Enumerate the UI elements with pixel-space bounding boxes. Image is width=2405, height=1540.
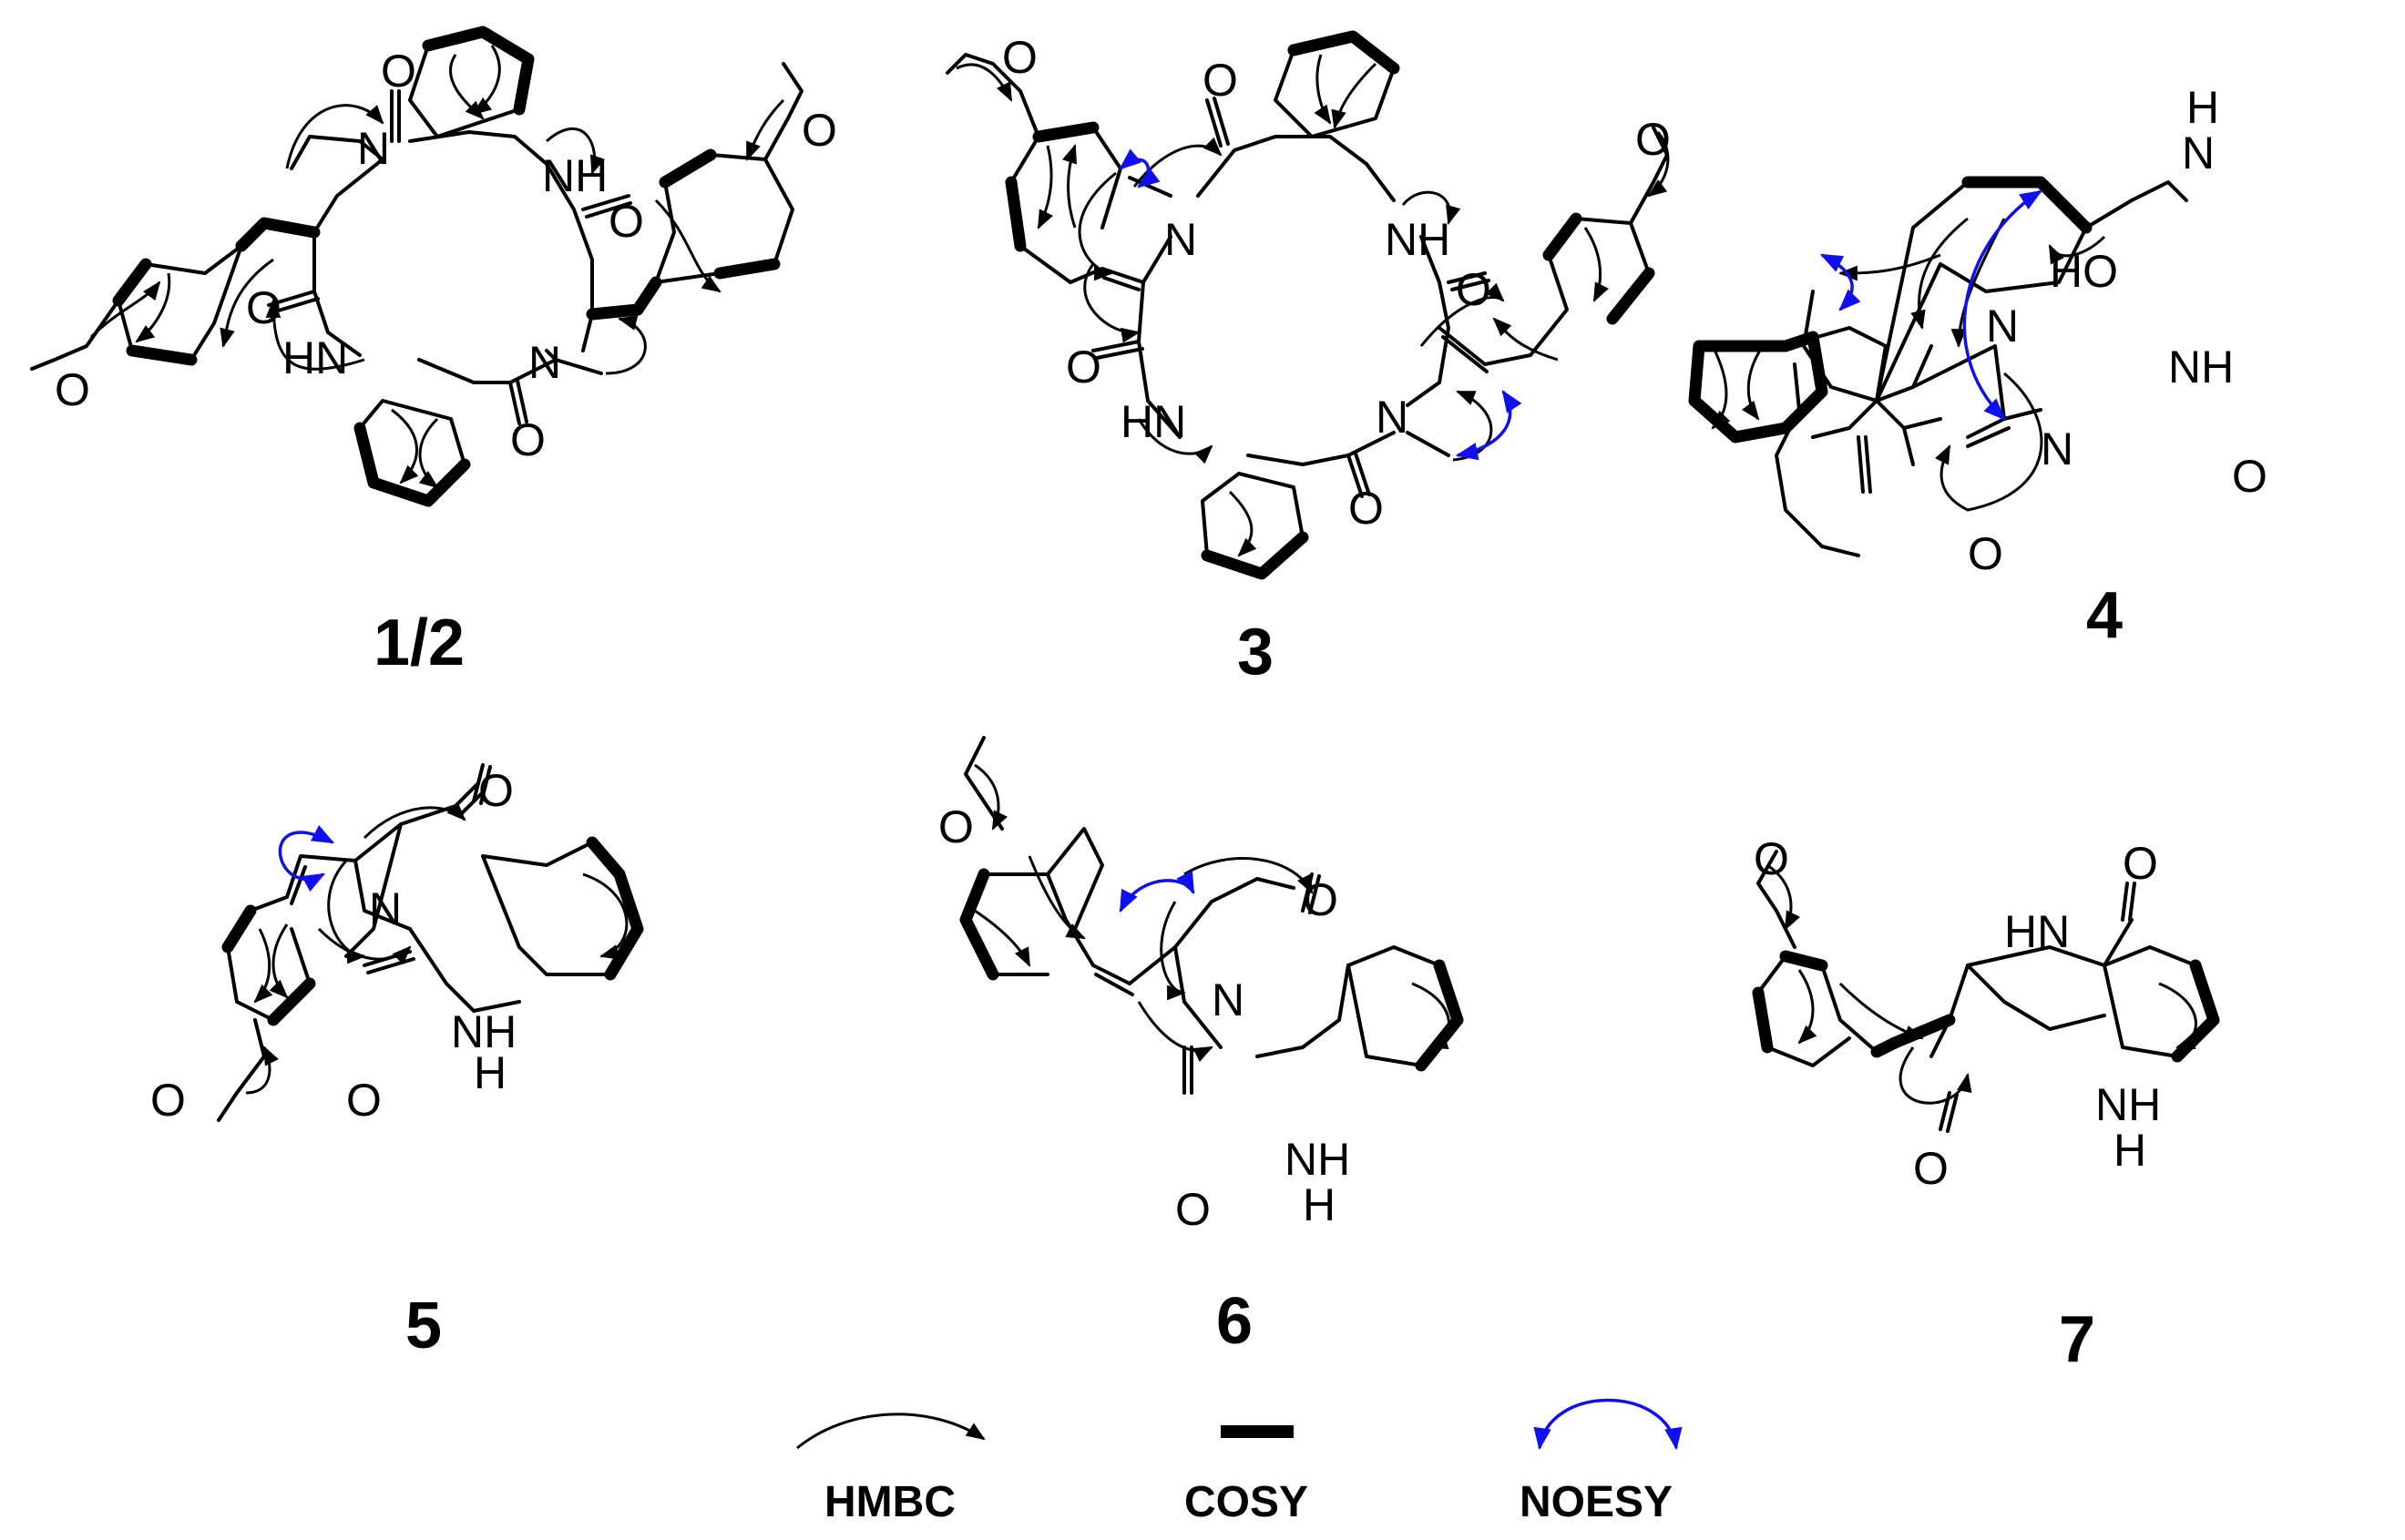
atom-nh: NH <box>1385 214 1450 265</box>
atom-n: N <box>1164 214 1197 265</box>
legend-noesy-arrow <box>1533 1398 1683 1451</box>
atom-nh: NH <box>2168 342 2234 393</box>
atom-o: O <box>1348 483 1384 534</box>
atom-o: O <box>1303 874 1338 925</box>
atom-o: O <box>1066 342 1101 393</box>
legend-noesy-label: NOESY <box>1520 1478 1673 1526</box>
atom-n: N <box>2182 127 2215 178</box>
atom-nh: NH <box>542 150 608 201</box>
atom-o: O <box>150 1075 186 1126</box>
atom-o: O <box>510 414 546 465</box>
legend-hmbc-label: HMBC <box>824 1478 956 1526</box>
compound-4: H N HO N NH N O O 4 <box>1688 82 2267 652</box>
atom-h: H <box>1303 1179 1336 1230</box>
atom-h: H <box>2186 82 2219 133</box>
compound-label: 6 <box>1216 1285 1253 1358</box>
compound-1-2: O N NH O O HN N O O O 1/2 <box>30 25 837 679</box>
atom-o: O <box>246 282 281 333</box>
compound-label: 3 <box>1237 616 1274 688</box>
atom-o: O <box>1913 1143 1949 1194</box>
atom-n: N <box>369 883 402 934</box>
atom-o: O <box>1175 1184 1211 1235</box>
atom-n: N <box>357 123 390 174</box>
atom-hn: HN <box>282 332 348 383</box>
atom-n: N <box>1986 301 2019 352</box>
legend: HMBC COSY NOESY <box>796 1398 1683 1526</box>
compound-label: 1/2 <box>374 607 465 679</box>
atom-n: N <box>1212 974 1244 1025</box>
atom-o: O <box>802 105 837 156</box>
atom-o: O <box>478 765 514 816</box>
compound-6: O N O NH H O 6 <box>938 736 1464 1358</box>
atom-o: O <box>1754 833 1789 884</box>
atom-o: O <box>2232 451 2267 502</box>
compound-label: 4 <box>2086 579 2123 652</box>
compound-label: 5 <box>405 1290 442 1362</box>
legend-hmbc-arrow <box>796 1413 986 1450</box>
atom-o: O <box>1968 528 2003 579</box>
atom-o: O <box>609 196 644 247</box>
atom-o: O <box>55 364 90 415</box>
atom-o: O <box>938 801 974 852</box>
atom-o: O <box>1456 264 1491 315</box>
atom-nh: NH <box>451 1006 517 1057</box>
atom-o: O <box>1002 32 1038 83</box>
atom-hn: HN <box>1121 396 1186 447</box>
atom-n: N <box>1376 392 1408 443</box>
atom-o: O <box>346 1075 382 1126</box>
atom-ho: HO <box>2050 246 2118 297</box>
atom-o: O <box>1202 55 1238 106</box>
atom-n: N <box>2041 423 2073 474</box>
atom-o: O <box>2123 838 2158 889</box>
atom-nh: NH <box>2095 1079 2161 1130</box>
atom-h: H <box>2113 1125 2146 1176</box>
compound-7: O HN O NH H O 7 <box>1752 833 2220 1376</box>
legend-cosy-label: COSY <box>1184 1478 1308 1526</box>
atom-n: N <box>528 337 561 388</box>
atom-h: H <box>474 1047 507 1098</box>
atom-o: O <box>1635 114 1671 165</box>
compound-label: 7 <box>2059 1303 2095 1376</box>
compound-5: O N O NH H O 5 <box>150 763 644 1362</box>
compound-3: O N NH O O HN N O O O 3 <box>946 30 1671 688</box>
atom-nh: NH <box>1284 1134 1350 1185</box>
atom-o: O <box>381 46 416 97</box>
atom-hn: HN <box>2004 906 2070 957</box>
